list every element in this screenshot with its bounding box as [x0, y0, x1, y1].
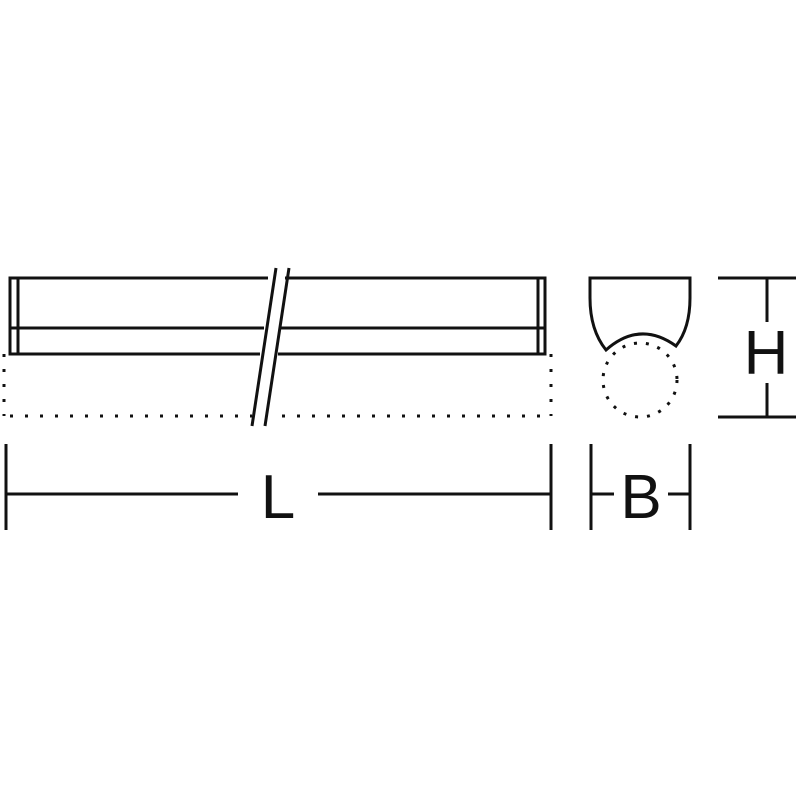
- break-line-left: [250, 267, 278, 427]
- length-label: L: [261, 463, 295, 532]
- height-label: H: [744, 319, 789, 388]
- width-label: B: [620, 463, 661, 532]
- front-view-tube-dotted: [2, 354, 553, 418]
- profile-outline: [588, 276, 692, 353]
- length-dimension: [4, 444, 553, 530]
- height-dimension: [718, 276, 796, 419]
- body-left-outline: [8, 276, 268, 356]
- width-dimension: [589, 444, 692, 530]
- side-view-tube-dotted: [601, 341, 679, 419]
- break-line-right: [263, 267, 291, 427]
- body-right-outline: [278, 276, 547, 356]
- front-view-body: [8, 267, 547, 427]
- side-view-profile: [588, 276, 692, 353]
